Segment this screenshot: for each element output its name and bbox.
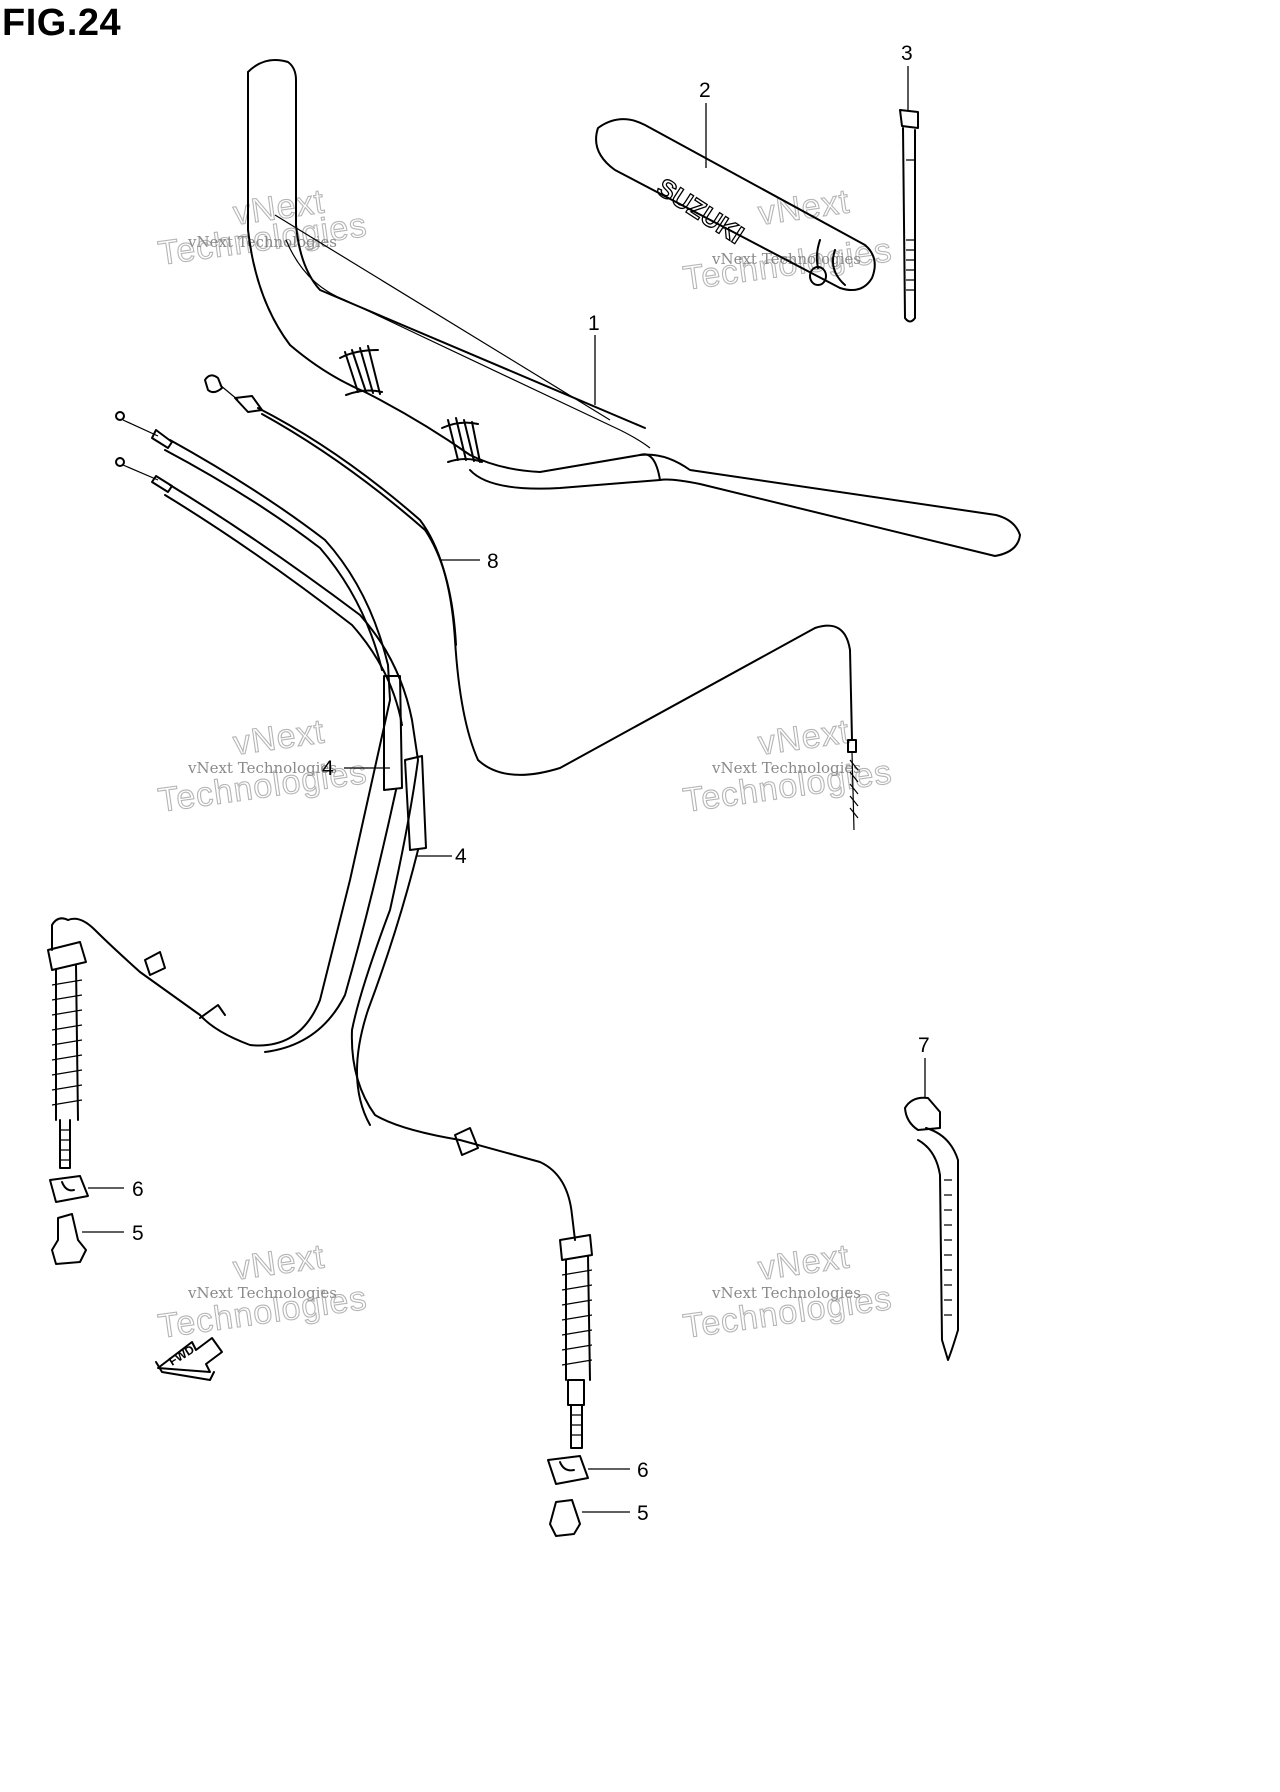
callout-label: 4 bbox=[322, 757, 334, 780]
callout-label: 6 bbox=[132, 1178, 144, 1201]
callout-label: 2 bbox=[699, 79, 711, 102]
part-clamp bbox=[904, 1096, 959, 1361]
watermark-small-text: vNext Technologies bbox=[187, 233, 337, 251]
watermark-small-text: vNext Technologies bbox=[187, 1284, 337, 1302]
callout-1: 1 bbox=[588, 312, 600, 405]
fwd-arrow-label: FWD bbox=[166, 1342, 197, 1369]
watermark-small-text: vNext Technologies bbox=[187, 759, 337, 777]
watermark-small-text: vNext Technologies bbox=[711, 759, 861, 777]
callout-6-left: 6 bbox=[88, 1178, 144, 1201]
part-boot-left bbox=[51, 1213, 87, 1265]
figure-title: FIG.24 bbox=[2, 2, 122, 44]
callout-label: 5 bbox=[132, 1222, 144, 1245]
callout-label: 7 bbox=[918, 1034, 930, 1057]
part-cap-right bbox=[547, 1455, 589, 1485]
watermark-vnext: vNext bbox=[756, 182, 852, 232]
watermark-mid-right: Technologies vNext vNext Technologies bbox=[680, 712, 895, 821]
watermark-vnext: vNext bbox=[231, 1237, 327, 1287]
callout-label: 1 bbox=[588, 312, 600, 335]
watermark-small-text: vNext Technologies bbox=[711, 1284, 861, 1302]
watermark-mid-left: Technologies vNext vNext Technologies bbox=[155, 712, 370, 821]
callout-5-left: 5 bbox=[82, 1222, 144, 1245]
watermark-vnext: vNext bbox=[756, 1237, 852, 1287]
callout-label: 5 bbox=[637, 1502, 649, 1525]
callout-2: 2 bbox=[699, 79, 711, 168]
watermark-top-left: Technologies vNext vNext Technologies bbox=[155, 182, 370, 274]
part-brake-cable-left bbox=[47, 411, 403, 1169]
callout-4-upper: 4 bbox=[322, 757, 390, 780]
callout-5-right: 5 bbox=[582, 1502, 649, 1525]
callout-3: 3 bbox=[901, 42, 913, 110]
part-handlebar bbox=[247, 59, 1021, 557]
part-strap bbox=[899, 109, 919, 323]
part-brake-cable-right bbox=[115, 457, 593, 1449]
knurled-band-left bbox=[339, 345, 383, 396]
part-boot-right bbox=[549, 1499, 581, 1537]
knurled-band-right bbox=[441, 417, 483, 463]
callout-label: 3 bbox=[901, 42, 913, 65]
watermark-bottom-left: Technologies vNext vNext Technologies bbox=[155, 1237, 370, 1347]
part-cap-left bbox=[49, 1175, 89, 1203]
callout-4-lower: 4 bbox=[417, 845, 467, 868]
watermark-vnext: vNext bbox=[231, 712, 327, 762]
callout-6-right: 6 bbox=[588, 1459, 649, 1482]
callout-8: 8 bbox=[440, 550, 499, 573]
callout-label: 8 bbox=[487, 550, 499, 573]
watermark-bottom-right: Technologies vNext vNext Technologies bbox=[680, 1237, 895, 1347]
pad-logo-text: SUZUKI bbox=[652, 172, 750, 250]
callout-7: 7 bbox=[918, 1034, 930, 1098]
watermark-vnext: vNext bbox=[756, 712, 852, 762]
part-throttle-cable bbox=[204, 374, 859, 831]
callout-label: 4 bbox=[455, 845, 467, 868]
callout-label: 6 bbox=[637, 1459, 649, 1482]
